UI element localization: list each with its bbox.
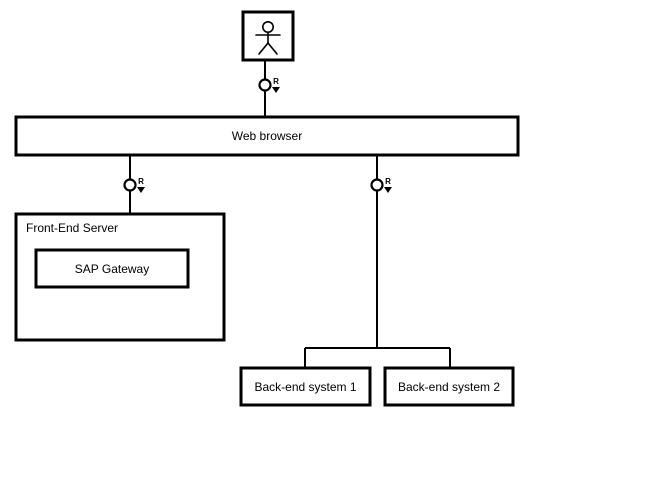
down-arrow-icon bbox=[384, 187, 392, 193]
backend-system-1-box bbox=[239, 366, 372, 407]
backend-system-2-label: Back-end system 2 bbox=[398, 380, 500, 394]
node-actor[interactable] bbox=[241, 10, 295, 62]
actor-box bbox=[241, 10, 295, 62]
interface-circle-icon bbox=[370, 178, 384, 192]
down-arrow-icon bbox=[137, 187, 145, 193]
node-web-browser[interactable]: Web browser bbox=[14, 115, 520, 157]
marker-browser-to-frontend-label: R bbox=[138, 177, 144, 186]
node-backend-system-2[interactable]: Back-end system 2 bbox=[383, 366, 515, 407]
connector-backend-bus bbox=[304, 347, 451, 368]
stick-figure-actor-icon bbox=[255, 20, 281, 55]
interface-circle-icon bbox=[123, 178, 137, 192]
marker-actor-to-browser[interactable]: R bbox=[258, 77, 281, 93]
marker-browser-to-frontend[interactable]: R bbox=[123, 177, 146, 193]
node-backend-system-1[interactable]: Back-end system 1 bbox=[239, 366, 372, 407]
backend-system-1-label: Back-end system 1 bbox=[254, 380, 356, 394]
marker-browser-to-backend-label: R bbox=[385, 177, 391, 186]
sap-gateway-label: SAP Gateway bbox=[75, 262, 149, 276]
web-browser-label: Web browser bbox=[232, 129, 302, 143]
backend-system-2-box bbox=[383, 366, 515, 407]
sap-gateway-box bbox=[34, 248, 190, 289]
web-browser-box bbox=[14, 115, 520, 157]
marker-browser-to-backend[interactable]: R bbox=[370, 177, 393, 193]
marker-actor-to-browser-label: R bbox=[273, 77, 279, 86]
node-front-end-server[interactable]: Front-End Server SAP Gateway bbox=[14, 212, 226, 342]
down-arrow-icon bbox=[272, 87, 280, 93]
front-end-server-label: Front-End Server bbox=[26, 221, 118, 235]
node-sap-gateway[interactable]: SAP Gateway bbox=[34, 248, 190, 289]
front-end-server-box bbox=[14, 212, 226, 342]
interface-circle-icon bbox=[258, 78, 272, 92]
